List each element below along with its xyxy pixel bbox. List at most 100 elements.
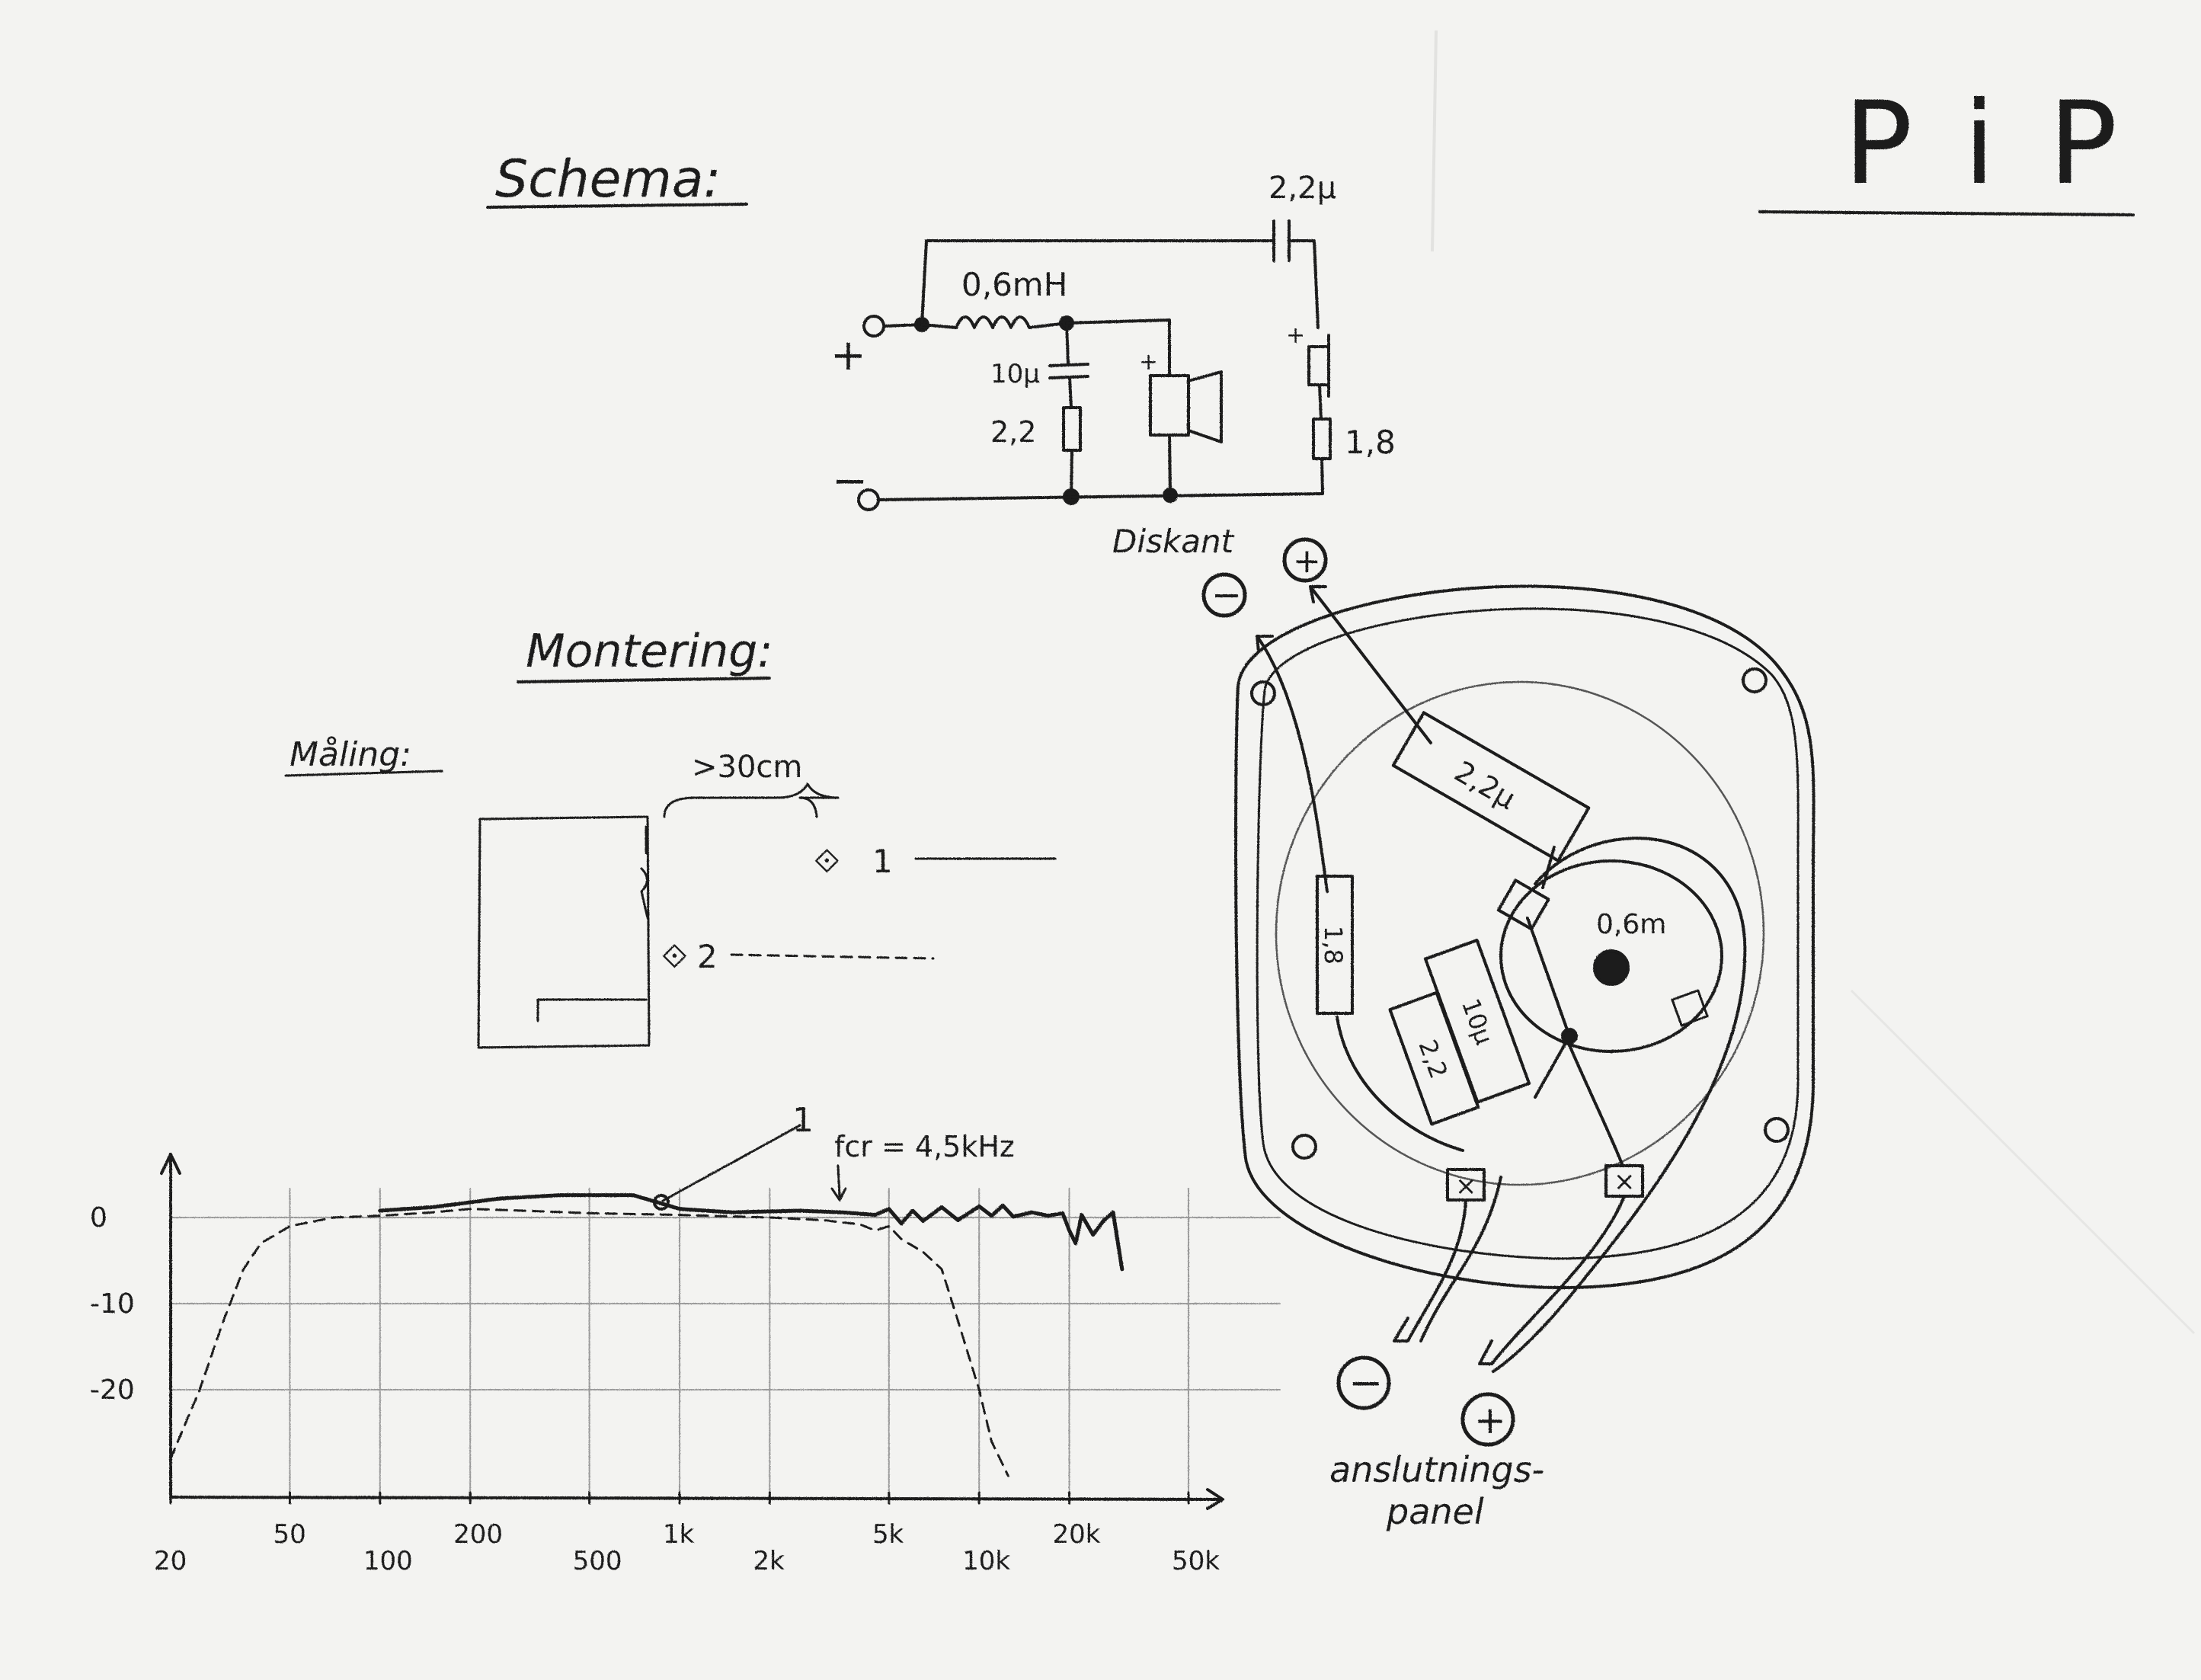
tweeter-minus-sign: − [1211, 574, 1242, 616]
wire-panel-minus [1419, 1176, 1502, 1342]
heading-maling-underline [284, 770, 443, 777]
heading-schema: Schema: [495, 149, 721, 210]
x-tick-label-2: 100 [363, 1546, 413, 1576]
x-tick-label-7: 5k [872, 1519, 904, 1550]
capacitor-shunt-label: 10µ [990, 359, 1040, 389]
capacitor2-board [1424, 939, 1531, 1104]
mount-hole-br [1764, 1117, 1790, 1143]
speaker-frame-outer [1234, 584, 1816, 1289]
distance-bracket [663, 782, 840, 818]
x-tick-label-6: 2k [753, 1546, 785, 1576]
wire-minus-rail [877, 492, 1324, 501]
inductor-coil-board [1499, 859, 1723, 1053]
lead-minus [1393, 1198, 1467, 1342]
panel-terminal-plus-x: × [1614, 1166, 1636, 1197]
wire-loop [1492, 837, 1747, 1373]
shunt-wire-mid [1068, 376, 1073, 409]
wire-to-inductor [920, 323, 958, 329]
x-tick-label-1: 50 [273, 1519, 306, 1550]
panel-label-2: panel [1386, 1491, 1484, 1532]
series-line-1 [378, 1193, 1124, 1272]
heading-pip: PiP [1844, 78, 2171, 210]
cabinet-port [536, 998, 648, 1022]
inductor-label: 0,6mH [961, 266, 1067, 303]
resistor-shunt-label: 2,2 [990, 415, 1036, 449]
paper-crease-2 [1850, 989, 2196, 1335]
x-tick-label-9: 20k [1053, 1519, 1101, 1550]
wire-tweeter-bottom [1320, 457, 1324, 495]
tweeter-label: Diskant [1112, 523, 1235, 560]
tweeter-plus-terminal [1282, 537, 1328, 583]
tweeter-polarity: + [1286, 322, 1305, 349]
y-tick-labels: 0-10-20 [90, 1202, 135, 1406]
mount-hole-tl [1250, 680, 1276, 706]
mic-1-label: 1 [872, 843, 893, 880]
wire-bypass [920, 239, 1266, 326]
wire-to-woofer [1065, 318, 1171, 375]
solder-point [1561, 1028, 1578, 1045]
panel-plus-terminal [1460, 1392, 1515, 1447]
mount-hole-bl [1291, 1134, 1317, 1160]
x-axis [169, 1488, 1224, 1510]
mic-2-label: 2 [697, 938, 718, 975]
chart-annotation: fcr = 4,5kHz [834, 1130, 1015, 1163]
plus-terminal [862, 315, 885, 338]
mounting-drawing: 0,6m 2,2µ 1,8 2,2 10µ [1112, 523, 1816, 1532]
panel-plus-sign: + [1474, 1398, 1506, 1442]
chart-series [169, 1193, 1124, 1477]
tweeter-plus-sign: + [1293, 542, 1321, 581]
capacitor-top-label: 2,2µ [1268, 171, 1336, 206]
heading-pip-underline [1758, 210, 2135, 216]
mic-1-symbol: ⟐ [814, 842, 840, 881]
shunt-wire-top [1065, 322, 1070, 366]
resistor-board [1316, 875, 1354, 1015]
mic-2-line [730, 953, 935, 960]
resistor-board-label: 1,8 [1319, 926, 1348, 965]
lead-plus [1478, 1195, 1626, 1365]
annotation-ref-line [661, 1124, 801, 1202]
mic-2-symbol: ⟐ [661, 937, 688, 976]
woofer-cone [1187, 370, 1223, 443]
capacitor-top [1263, 219, 1320, 329]
inductor-board-label: 0,6m [1596, 909, 1666, 940]
wire-tweeter-plus [1309, 585, 1556, 889]
x-tick-label-5: 1k [663, 1519, 695, 1550]
annotation-ref-dot [653, 1194, 670, 1211]
panel-terminal-minus-x: × [1455, 1171, 1477, 1202]
speaker-frame-inner [1256, 607, 1800, 1260]
annotation-ref-label: 1 [792, 1101, 814, 1140]
y-tick-label-2: -20 [90, 1374, 135, 1406]
annotation-arrow [830, 1164, 847, 1202]
wire-to-bottom [1564, 1035, 1624, 1167]
cabinet-tweeter [640, 825, 649, 920]
panel-minus-sign: − [1348, 1358, 1383, 1406]
tweeter-minus-terminal [1201, 572, 1247, 618]
junction-block [1496, 878, 1550, 931]
plus-terminal-label: + [830, 331, 866, 380]
heading-schema-underline [486, 203, 748, 209]
inductor-core [1593, 949, 1630, 986]
capacitor-board [1391, 711, 1591, 862]
panel-label-1: anslutnings- [1329, 1449, 1544, 1490]
y-tick-label-0: 0 [90, 1202, 107, 1234]
crossover-schematic: + − 2,2µ 0,6mH 10µ 2,2 [830, 171, 1396, 511]
inductor-tab [1671, 989, 1709, 1027]
y-axis [160, 1153, 181, 1499]
panel-minus-terminal [1336, 1355, 1391, 1410]
x-tick-label-10: 50k [1172, 1546, 1220, 1576]
cabinet-box [477, 815, 651, 1049]
wire-woofer-bottom [1168, 434, 1172, 497]
distance-label: >30cm [692, 750, 802, 785]
resistor-series-label: 1,8 [1345, 424, 1396, 461]
x-tick-label-3: 200 [453, 1519, 503, 1550]
heading-montering-underline [517, 677, 771, 683]
speaker-cone-ring [1275, 680, 1765, 1186]
paper-crease [1431, 30, 1438, 252]
mount-hole-tr [1742, 667, 1768, 693]
x-tick-label-4: 500 [573, 1546, 622, 1576]
measurement-setup: >30cm ⟐ 1 ⟐ 2 [477, 750, 1057, 1049]
woofer-polarity: + [1139, 349, 1158, 376]
